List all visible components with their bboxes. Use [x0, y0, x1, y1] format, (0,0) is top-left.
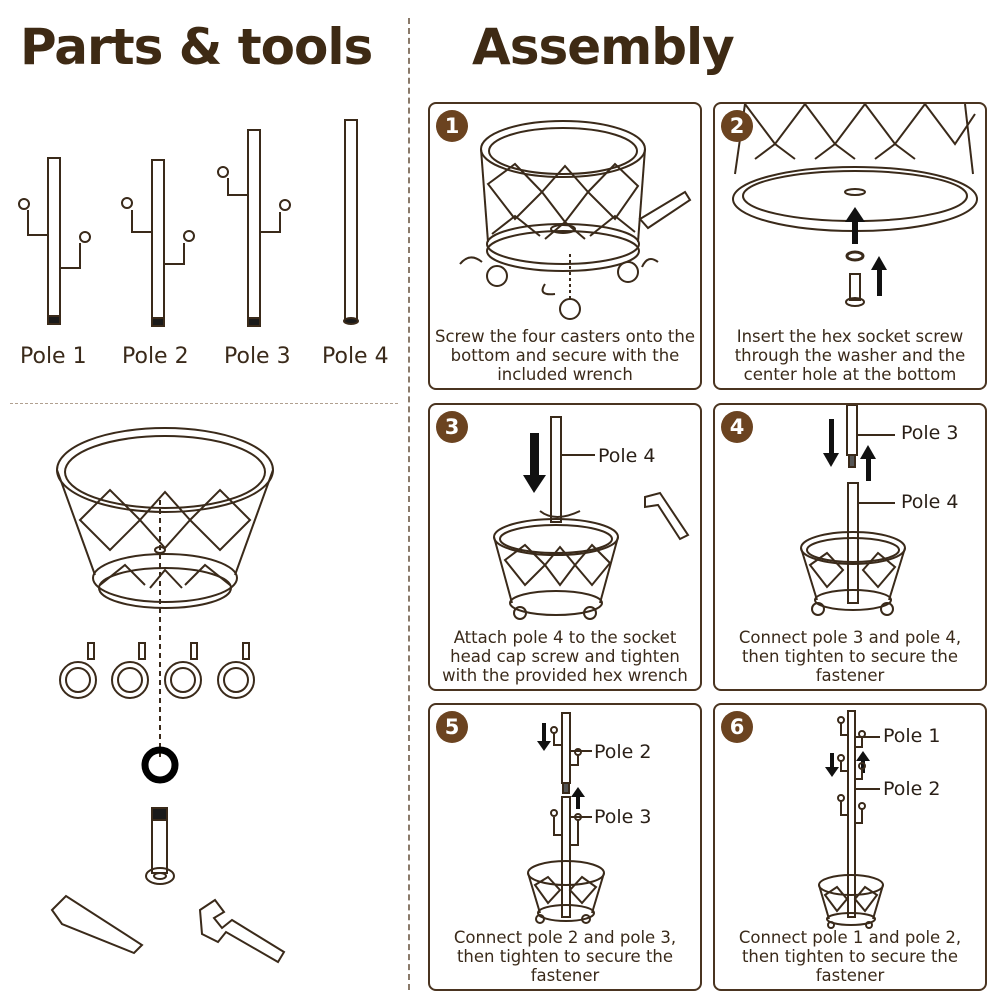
- pole-4-label: Pole 4: [322, 344, 389, 369]
- step-2-badge: 2: [721, 110, 753, 142]
- wrench-drawing: [198, 898, 286, 964]
- step-5-caption: Connect pole 2 and pole 3, then tighten …: [453, 928, 677, 985]
- step-2-illustration: [732, 104, 978, 307]
- step-3-illustration: [493, 416, 690, 620]
- pole-3-label: Pole 3: [224, 344, 291, 369]
- step-6-callout-pole-2: Pole 2: [883, 778, 941, 800]
- step-2-panel: 2 Insert the hex socket screw through th…: [713, 102, 987, 390]
- step-1-badge: 1: [436, 110, 468, 142]
- step-2-caption: Insert the hex socket screw through the …: [734, 327, 966, 384]
- parts-tools-heading: Parts & tools: [20, 18, 373, 76]
- step-5-panel: 5 Pole 2 Pole 3 Connect pole 2 and pole …: [428, 703, 702, 991]
- step-6-illustration: [818, 710, 884, 929]
- vertical-divider: [408, 18, 410, 990]
- step-1-illustration: [459, 120, 692, 320]
- hex-key-drawing: [50, 894, 144, 955]
- step-4-caption: Connect pole 3 and pole 4, then tighten …: [738, 628, 962, 685]
- assembly-heading: Assembly: [472, 18, 735, 76]
- step-4-panel: 4 Pole 3 Pole 4 Connect pole 3 and pole …: [713, 403, 987, 691]
- washer-drawing: [141, 746, 179, 784]
- horizontal-divider: [10, 403, 398, 404]
- step-4-callout-pole-4: Pole 4: [901, 491, 959, 513]
- casters-drawing: [59, 642, 255, 699]
- step-6-callout-pole-1: Pole 1: [883, 725, 941, 747]
- pole-2-label: Pole 2: [122, 344, 189, 369]
- step-4-badge: 4: [721, 411, 753, 443]
- basket-drawing: [56, 427, 274, 609]
- pole-2-drawing: [121, 159, 195, 327]
- step-3-panel: 3 Pole 4 Attach pole 4 to the socket hea…: [428, 403, 702, 691]
- pole-4-drawing: [343, 119, 359, 325]
- step-3-caption: Attach pole 4 to the socket head cap scr…: [442, 628, 688, 685]
- step-6-panel: 6 Pole 1 Pole 2 Connect pole 1 and pole …: [713, 703, 987, 991]
- step-1-panel: 1 Screw the four casters onto the bottom…: [428, 102, 702, 390]
- step-6-caption: Connect pole 1 and pole 2, then tighten …: [738, 928, 962, 985]
- step-1-caption: Screw the four casters onto the bottom a…: [434, 327, 696, 384]
- pole-1-drawing: [18, 157, 91, 325]
- step-3-badge: 3: [436, 411, 468, 443]
- step-5-illustration: [527, 712, 605, 924]
- step-5-callout-pole-2: Pole 2: [594, 741, 652, 763]
- step-3-callout-pole-4: Pole 4: [598, 445, 656, 467]
- parts-illustration: [18, 119, 359, 964]
- step-6-badge: 6: [721, 711, 753, 743]
- step-4-illustration: [800, 405, 906, 616]
- step-5-callout-pole-3: Pole 3: [594, 806, 652, 828]
- pole-1-label: Pole 1: [20, 344, 87, 369]
- step-4-callout-pole-3: Pole 3: [901, 422, 959, 444]
- hex-screw-drawing: [145, 807, 175, 885]
- pole-3-drawing: [217, 129, 291, 327]
- step-5-badge: 5: [436, 711, 468, 743]
